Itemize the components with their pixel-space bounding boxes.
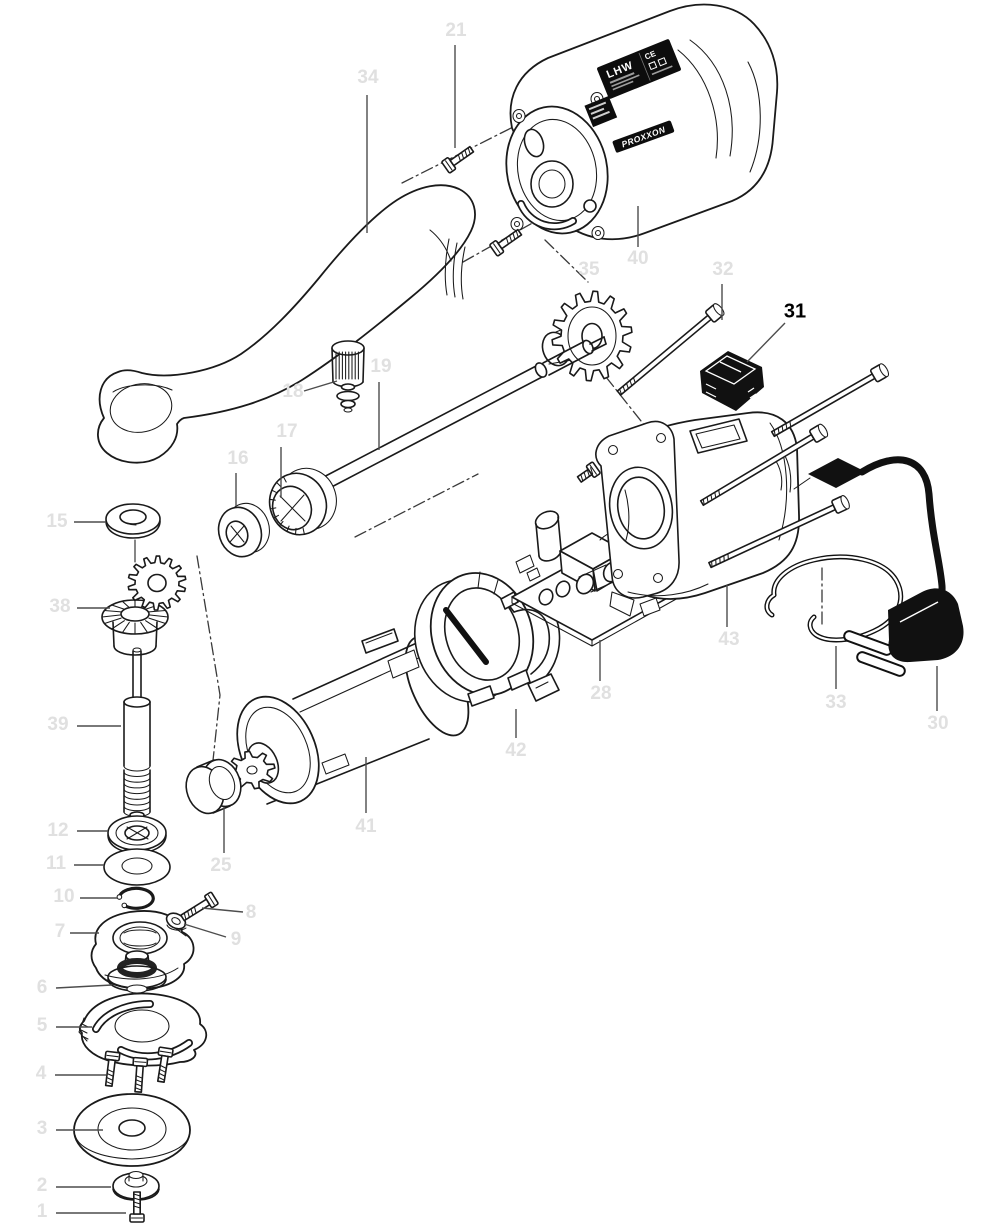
screw-4a — [104, 1050, 121, 1087]
part-number-1: 1 — [37, 1201, 48, 1222]
part-number-38: 38 — [49, 596, 70, 617]
part-number-41: 41 — [355, 816, 377, 837]
nameplate: LHW CE — [597, 39, 681, 99]
ce-mark: CE — [643, 49, 657, 62]
part-drive-shaft — [301, 336, 607, 493]
part-number-19: 19 — [370, 356, 391, 377]
part-number-21: 21 — [445, 20, 467, 41]
part-bushing-25 — [185, 758, 242, 815]
part-number-9: 9 — [231, 929, 242, 950]
part-switch — [700, 351, 764, 411]
part-wire-bow — [764, 554, 904, 643]
part-bearing-15 — [105, 503, 161, 563]
bolt-32 — [616, 303, 725, 396]
part-sanding-disc — [73, 1093, 191, 1167]
part-guard — [78, 992, 208, 1067]
part-number-30: 30 — [927, 713, 948, 734]
part-number-40: 40 — [627, 248, 648, 269]
part-number-17: 17 — [276, 421, 297, 442]
bolt-upper — [770, 363, 890, 438]
leader-line-6 — [55, 984, 113, 989]
part-number-35: 35 — [578, 259, 600, 280]
part-number-3: 3 — [37, 1118, 48, 1139]
part-number-6: 6 — [37, 977, 48, 998]
screw-21 — [441, 145, 475, 174]
part-gear-pair — [101, 555, 187, 656]
part-number-34: 34 — [357, 67, 379, 88]
leader-line-8 — [201, 907, 244, 913]
part-number-18: 18 — [282, 381, 303, 402]
bolt-lower — [708, 495, 850, 569]
part-number-31: 31 — [784, 300, 806, 322]
part-handle-housing — [97, 184, 476, 464]
part-number-39: 39 — [47, 714, 68, 735]
screw-4b — [132, 1056, 149, 1093]
part-fan-wheel — [541, 290, 633, 382]
leader-line-9 — [183, 923, 227, 938]
part-number-16: 16 — [227, 448, 248, 469]
brand-mini-label — [584, 96, 618, 128]
part-washer-9 — [165, 912, 187, 931]
part-number-7: 7 — [55, 921, 66, 942]
part-lock-knob — [331, 340, 365, 413]
screw-21b — [489, 228, 523, 257]
part-washer-11 — [103, 848, 171, 886]
part-number-42: 42 — [505, 740, 526, 761]
plug-prongs — [843, 630, 906, 677]
screw-8 — [180, 891, 219, 922]
screw-4c — [156, 1046, 174, 1083]
hardware-screws — [104, 145, 601, 1223]
part-number-11: 11 — [46, 853, 67, 874]
part-number-43: 43 — [718, 629, 739, 650]
part-number-2: 2 — [37, 1175, 48, 1196]
part-number-4: 4 — [36, 1063, 47, 1084]
spur-gear — [127, 555, 187, 611]
bolt-middle — [699, 423, 829, 507]
part-bearing-16 — [217, 502, 270, 558]
part-housing-half — [595, 411, 800, 617]
part-collet-nut — [268, 467, 337, 536]
part-number-25: 25 — [210, 855, 232, 876]
part-power-cord — [793, 456, 964, 677]
part-number-10: 10 — [53, 886, 74, 907]
part-number-33: 33 — [825, 692, 846, 713]
leader-line-18 — [303, 380, 338, 392]
part-number-12: 12 — [47, 820, 68, 841]
part-bearing-12 — [107, 815, 167, 854]
screw-1 — [129, 1191, 145, 1223]
part-number-5: 5 — [37, 1015, 48, 1036]
part-number-32: 32 — [712, 259, 733, 280]
part-motor-housing-cover: LHW CE PROXXON — [505, 3, 779, 241]
part-spindle-shaft — [123, 647, 151, 823]
leader-line-31 — [746, 322, 786, 363]
part-number-15: 15 — [46, 511, 68, 532]
part-number-28: 28 — [590, 683, 611, 704]
hardware-bolts — [616, 303, 890, 569]
screw-pcb — [576, 461, 601, 483]
part-number-8: 8 — [246, 902, 257, 923]
part-circlip-10 — [116, 886, 155, 910]
